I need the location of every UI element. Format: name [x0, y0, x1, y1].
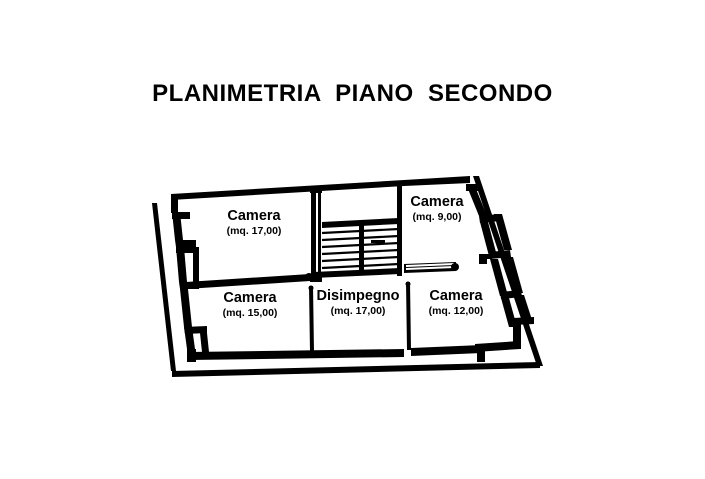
room-name: Camera — [410, 194, 464, 210]
interior-walls — [186, 184, 459, 352]
room-label-camera-17: Camera (mq. 17,00) — [227, 208, 282, 238]
room-area: (mq. 17,00) — [226, 225, 282, 237]
exterior-walls — [152, 176, 543, 377]
room-label-camera-12: Camera (mq. 12,00) — [429, 288, 484, 318]
page-title: PLANIMETRIA PIANO SECONDO — [152, 80, 553, 107]
room-area: (mq. 9,00) — [412, 211, 462, 223]
room-label-camera-9: Camera (mq. 9,00) — [410, 194, 463, 224]
room-label-disimpegno-17: Disimpegno (mq. 17,00) — [317, 288, 400, 318]
staircase — [310, 188, 400, 282]
room-name: Disimpegno — [316, 288, 400, 304]
room-area: (mq. 15,00) — [222, 307, 278, 319]
room-label-camera-15: Camera (mq. 15,00) — [223, 290, 278, 320]
room-area: (mq. 12,00) — [428, 305, 484, 317]
room-name: Camera — [227, 208, 281, 224]
room-area: (mq. 17,00) — [330, 305, 386, 317]
room-name: Camera — [223, 290, 277, 306]
room-name: Camera — [429, 288, 483, 304]
